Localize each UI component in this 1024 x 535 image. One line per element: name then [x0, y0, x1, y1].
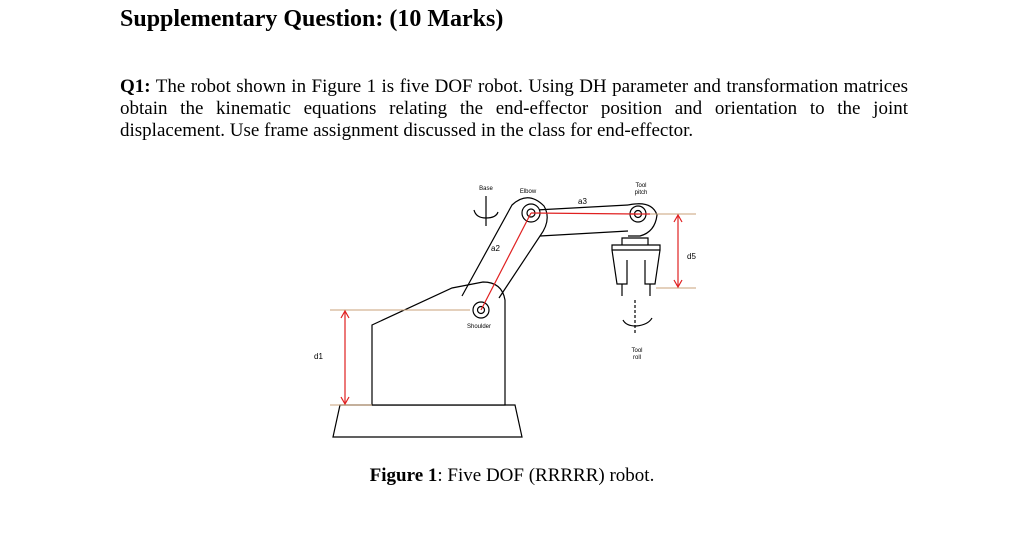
- figure-caption-text: : Five DOF (RRRRR) robot.: [437, 465, 655, 486]
- label-tool-pitch-line1: Tool: [635, 183, 646, 189]
- question-label: Q1:: [120, 76, 151, 97]
- figure-caption: Figure 1: Five DOF (RRRRR) robot.: [0, 465, 1024, 487]
- label-d5: d5: [687, 252, 696, 261]
- label-tool-pitch-line2: pitch: [635, 190, 648, 196]
- base-plate: [332, 404, 523, 438]
- link-a2-line: [480, 212, 532, 311]
- label-shoulder: Shoulder: [467, 324, 491, 330]
- d1-arrow-top: [340, 309, 350, 319]
- base-rotation-arrow: [473, 209, 499, 219]
- figure-caption-label: Figure 1: [369, 465, 438, 486]
- question-q1: Q1: The robot shown in Figure 1 is five …: [120, 76, 908, 142]
- robot-body: [371, 281, 506, 406]
- label-base: Base: [479, 186, 493, 192]
- forearm: [535, 204, 629, 237]
- robot-figure: Base Elbow Tool pitch a3 a2 d5 Shoulder …: [314, 183, 696, 438]
- link-a3-line: [530, 212, 639, 215]
- d5-arrow-top: [673, 213, 683, 223]
- label-elbow: Elbow: [520, 189, 537, 195]
- label-tool-roll-line1: Tool: [631, 348, 642, 354]
- upper-arm: [461, 197, 548, 299]
- shoulder-joint-inner: [476, 305, 486, 315]
- label-tool-roll-line2: roll: [633, 355, 641, 361]
- d5-arrow-bottom: [673, 279, 683, 289]
- question-text: The robot shown in Figure 1 is five DOF …: [120, 76, 908, 141]
- label-d1: d1: [314, 352, 323, 361]
- wrist-housing: [627, 203, 658, 237]
- tool-roll-arrow: [622, 317, 653, 327]
- label-a2: a2: [491, 244, 500, 253]
- d1-arrow-bottom: [340, 396, 350, 406]
- label-a3: a3: [578, 197, 587, 206]
- question-heading: Supplementary Question: (10 Marks): [120, 6, 504, 32]
- gripper: [611, 237, 661, 296]
